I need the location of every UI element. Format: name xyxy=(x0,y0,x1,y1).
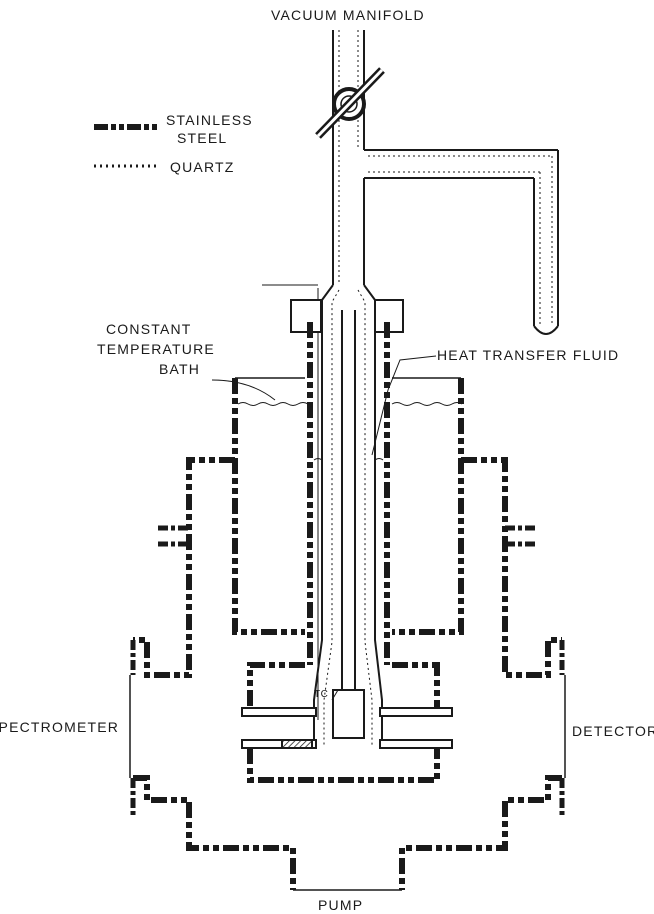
leader-lines xyxy=(211,355,437,701)
thermocouple-label: TC xyxy=(314,689,329,700)
lower-plates xyxy=(241,707,453,749)
side-flanges xyxy=(130,525,565,818)
fluid-surfaces xyxy=(237,402,463,461)
pump-label: PUMP xyxy=(318,897,364,913)
legend-stainless-label-line2: STEEL xyxy=(177,130,228,146)
heat-transfer-fluid-label: HEAT TRANSFER FLUID xyxy=(437,347,620,363)
central-quartz-tube xyxy=(262,284,383,745)
chamber-outline xyxy=(129,377,566,891)
vacuum-manifold-label: VACUUM MANIFOLD xyxy=(271,7,425,23)
manifold-valve xyxy=(315,67,385,139)
stainless-steel-walls xyxy=(133,322,562,890)
detector-label: DETECTOR xyxy=(572,723,654,739)
constant-temperature-bath-label-line2: TEMPERATURE xyxy=(97,341,215,357)
vacuum-manifold-tube xyxy=(332,30,559,335)
spectrometer-label: SPECTROMETER xyxy=(0,719,120,735)
constant-temperature-bath-label-line3: BATH xyxy=(159,361,201,377)
constant-temperature-bath-label-line1: CONSTANT xyxy=(106,321,192,337)
legend-stainless-label-line1: STAINLESS xyxy=(166,112,253,128)
legend-quartz-label: QUARTZ xyxy=(170,159,235,175)
